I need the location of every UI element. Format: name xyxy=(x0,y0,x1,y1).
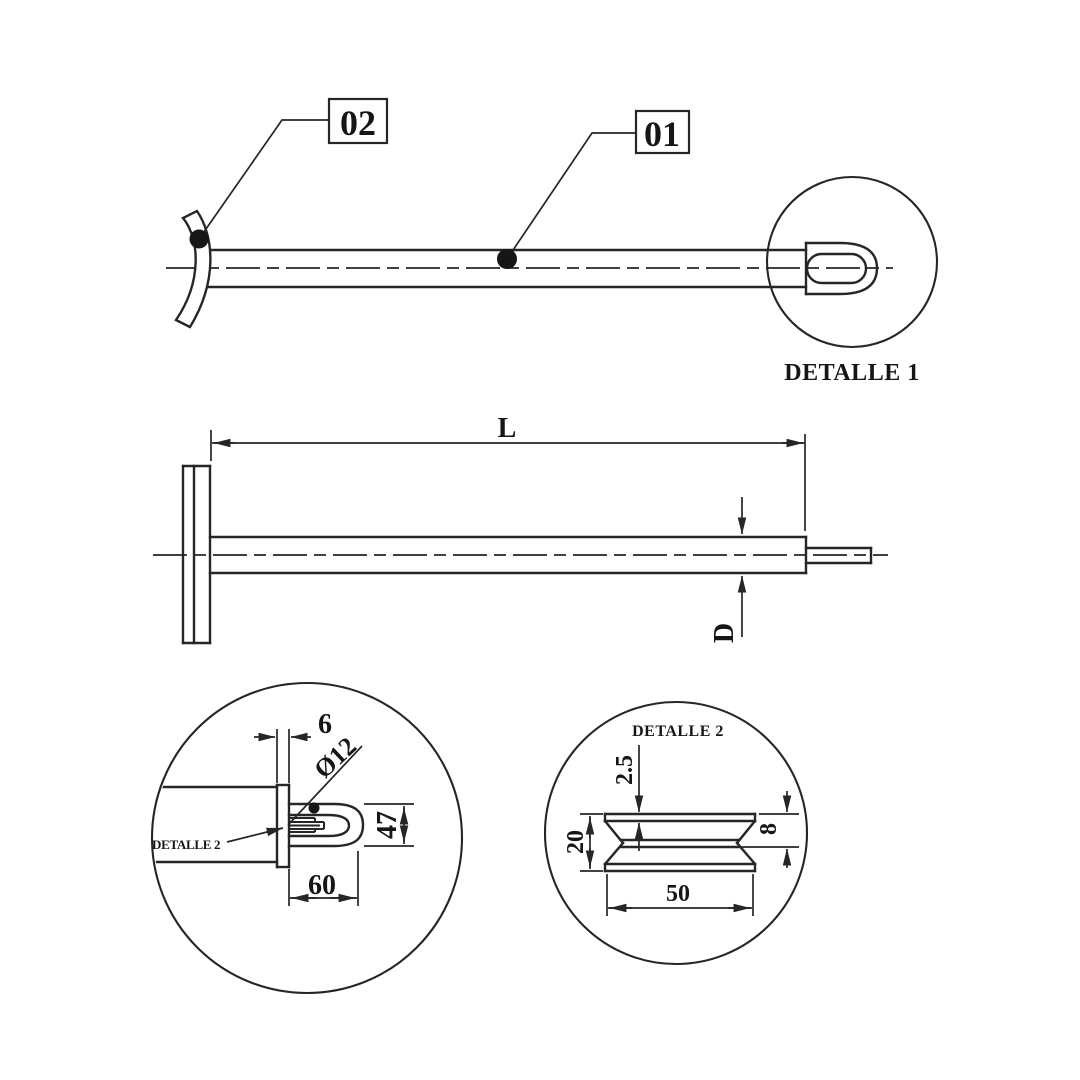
detail-1-circle xyxy=(765,175,939,349)
detail-1-view: 6 Ø12 47 60 DETALLE 2 xyxy=(150,681,464,995)
callout-02-dot xyxy=(189,229,209,249)
eye-length-label: 60 xyxy=(308,870,336,901)
flange-thickness-dimension: 6 xyxy=(254,709,332,783)
detail-1-caption: DETALLE 1 xyxy=(784,360,919,386)
overall-height-label: 20 xyxy=(563,830,589,854)
overall-height-dimension: 20 xyxy=(563,813,603,872)
curved-strip-part xyxy=(174,209,212,329)
callout-02: 02 xyxy=(189,97,389,249)
flange-outline xyxy=(181,464,212,645)
callout-02-leader xyxy=(198,119,329,240)
dimension-view: L D xyxy=(153,413,888,645)
flange-outline xyxy=(275,783,291,869)
detail-2-pointer: DETALLE 2 xyxy=(152,827,284,852)
groove-profile-outline xyxy=(603,812,757,873)
callout-01-dot xyxy=(497,249,517,269)
detail-1-boundary xyxy=(150,681,464,995)
callout-01-label: 01 xyxy=(644,114,680,154)
eye-height-label: 47 xyxy=(372,811,403,839)
overall-width-label: 50 xyxy=(666,881,690,907)
callout-01-box xyxy=(634,109,691,155)
rim-thickness-label: 2.5 xyxy=(612,755,638,785)
eye-height-dimension: 47 xyxy=(364,803,414,847)
detail-2-view: DETALLE 2 2.5 xyxy=(543,700,809,966)
length-label: L xyxy=(498,413,517,444)
callout-01-leader xyxy=(506,132,636,260)
detail-2-boundary xyxy=(543,700,809,966)
leader-dot xyxy=(308,802,320,814)
swaged-cable-serrations xyxy=(289,817,325,833)
diameter-label: D xyxy=(709,623,740,643)
groove-height-dimension: 8 xyxy=(741,791,799,868)
overall-width-dimension: 50 xyxy=(606,874,754,916)
callout-01: 01 xyxy=(497,109,691,269)
groove-height-label: 8 xyxy=(756,823,782,835)
callout-02-label: 02 xyxy=(340,103,376,143)
callout-02-box xyxy=(327,97,389,145)
assembly-view: DETALLE 1 02 01 xyxy=(166,97,939,386)
diameter-dimension: D xyxy=(709,497,747,643)
rim-thickness-dimension: 2.5 xyxy=(612,745,644,851)
eye-loop xyxy=(804,241,879,296)
rod-diameter-leader: Ø12 xyxy=(287,731,363,826)
detail-2-title: DETALLE 2 xyxy=(632,723,724,740)
length-dimension: L xyxy=(210,413,806,531)
detail-2-pointer-label: DETALLE 2 xyxy=(152,837,220,852)
rod-outline xyxy=(208,535,873,575)
rod-diameter-label: Ø12 xyxy=(308,731,362,784)
rod-outline xyxy=(154,785,279,864)
eye-length-dimension: 60 xyxy=(288,851,359,906)
eye-loop xyxy=(287,802,365,848)
flange-thickness-label: 6 xyxy=(318,709,332,740)
